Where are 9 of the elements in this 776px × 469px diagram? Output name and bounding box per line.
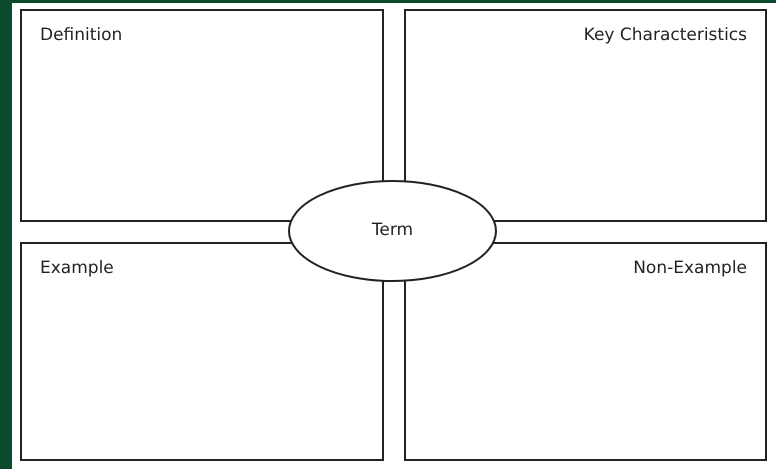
quadrant-box	[404, 9, 767, 222]
quadrant-box	[20, 9, 384, 222]
term-label: Term	[370, 220, 414, 240]
quadrant-heading: Non-Example	[633, 258, 747, 278]
quadrant-box	[404, 242, 767, 461]
quadrant-heading: Example	[40, 258, 114, 278]
quadrant-heading: Key Characteristics	[584, 25, 747, 45]
quadrant-box	[20, 242, 384, 461]
quadrant-heading: Definition	[40, 25, 122, 45]
